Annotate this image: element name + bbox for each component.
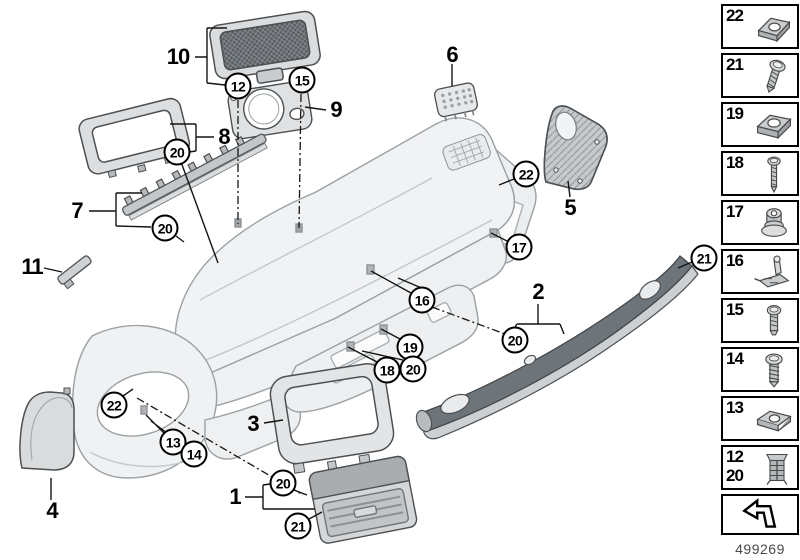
lever-clip-icon xyxy=(754,255,790,288)
legend-number: 21 xyxy=(726,55,744,74)
legend-number: 19 xyxy=(726,104,744,123)
cage-nut-clip-icon xyxy=(756,114,792,140)
part-label-4[interactable]: 4 xyxy=(46,498,58,523)
part-3-cluster-surround[interactable] xyxy=(268,361,398,477)
legend-number: 16 xyxy=(726,251,744,270)
legend-number: 18 xyxy=(726,153,744,172)
fastener-callout-20-a[interactable]: 20 xyxy=(163,138,191,166)
legend-number-secondary: 20 xyxy=(726,466,744,485)
legend-item-21[interactable]: 21 xyxy=(721,53,799,98)
short-screw-icon xyxy=(766,305,782,336)
expansion-clip-icon xyxy=(766,453,788,485)
fastener-callout-17[interactable]: 17 xyxy=(505,233,533,261)
fastener-callout-16[interactable]: 16 xyxy=(408,286,436,314)
part-label-5[interactable]: 5 xyxy=(564,195,576,220)
part-label-11[interactable]: 11 xyxy=(21,254,43,279)
legend-item-18[interactable]: 18 xyxy=(721,151,799,196)
part-7-mounting-rail[interactable] xyxy=(118,127,270,222)
legend-item-15[interactable]: 15 xyxy=(721,298,799,343)
fastener-callout-22-left[interactable]: 22 xyxy=(100,391,128,419)
legend-number: 12 xyxy=(726,447,744,466)
fastener-callout-20-b[interactable]: 20 xyxy=(151,214,179,242)
legend-number: 13 xyxy=(726,398,744,417)
part-4-side-panel-left[interactable] xyxy=(19,387,75,471)
legend-item-13[interactable]: 13 xyxy=(721,396,799,441)
part-9-speaker-adapter[interactable] xyxy=(227,80,314,140)
part-5-side-panel-right[interactable] xyxy=(543,105,608,191)
cage-nut-clip-icon xyxy=(757,17,791,43)
grommet-nut-icon xyxy=(761,208,787,237)
part-1-air-vent[interactable] xyxy=(308,455,418,544)
pan-head-screw-icon xyxy=(766,59,786,94)
legend-number: 17 xyxy=(726,202,744,221)
legend-item-22[interactable]: 22 xyxy=(721,4,799,49)
spring-clip-icon xyxy=(756,410,792,432)
part-label-9[interactable]: 9 xyxy=(330,97,342,122)
legend-number: 14 xyxy=(726,349,744,368)
fastener-callout-14[interactable]: 14 xyxy=(180,440,208,468)
part-11-trim-strip[interactable] xyxy=(57,255,96,290)
part-label-1[interactable]: 1 xyxy=(229,484,241,509)
part-label-3[interactable]: 3 xyxy=(247,411,259,436)
fastener-callout-21-bottom[interactable]: 21 xyxy=(284,512,312,540)
part-6-grille[interactable] xyxy=(433,82,480,123)
fastener-callout-22-right[interactable]: 22 xyxy=(512,160,540,188)
legend-item-19[interactable]: 19 xyxy=(721,102,799,147)
part-label-10[interactable]: 10 xyxy=(166,44,191,69)
fastener-callout-15[interactable]: 15 xyxy=(288,66,316,94)
fastener-callout-20-d[interactable]: 20 xyxy=(501,326,529,354)
legend-item-17[interactable]: 17 xyxy=(721,200,799,245)
part-label-2[interactable]: 2 xyxy=(532,279,544,304)
legend-item-12-20[interactable]: 12 20 xyxy=(721,445,799,490)
part-label-8[interactable]: 8 xyxy=(218,124,230,149)
installation-direction-arrow-icon xyxy=(742,498,777,528)
legend-item-16[interactable]: 16 xyxy=(721,249,799,294)
legend-item-14[interactable]: 14 xyxy=(721,347,799,392)
flange-screw-icon xyxy=(765,353,783,388)
fastener-callout-20-e[interactable]: 20 xyxy=(269,469,297,497)
fastener-callout-18[interactable]: 18 xyxy=(373,356,401,384)
long-screw-icon xyxy=(767,156,781,194)
fastener-callout-21-top[interactable]: 21 xyxy=(690,244,718,272)
part-label-7[interactable]: 7 xyxy=(71,198,83,223)
document-number: 499269 xyxy=(735,541,785,557)
part-2-decor-strip[interactable] xyxy=(414,255,699,440)
legend-number: 15 xyxy=(726,300,744,319)
part-label-6[interactable]: 6 xyxy=(446,42,458,67)
legend-number: 22 xyxy=(726,6,744,25)
fastener-callout-20-c[interactable]: 20 xyxy=(399,355,427,383)
legend-direction-arrow-box xyxy=(721,494,799,535)
part-10-speaker-cover[interactable] xyxy=(208,10,323,90)
fastener-callout-12[interactable]: 12 xyxy=(224,72,252,100)
leader-lines xyxy=(43,27,693,520)
fastener-legend-sidebar: 22 21 19 xyxy=(721,4,799,535)
